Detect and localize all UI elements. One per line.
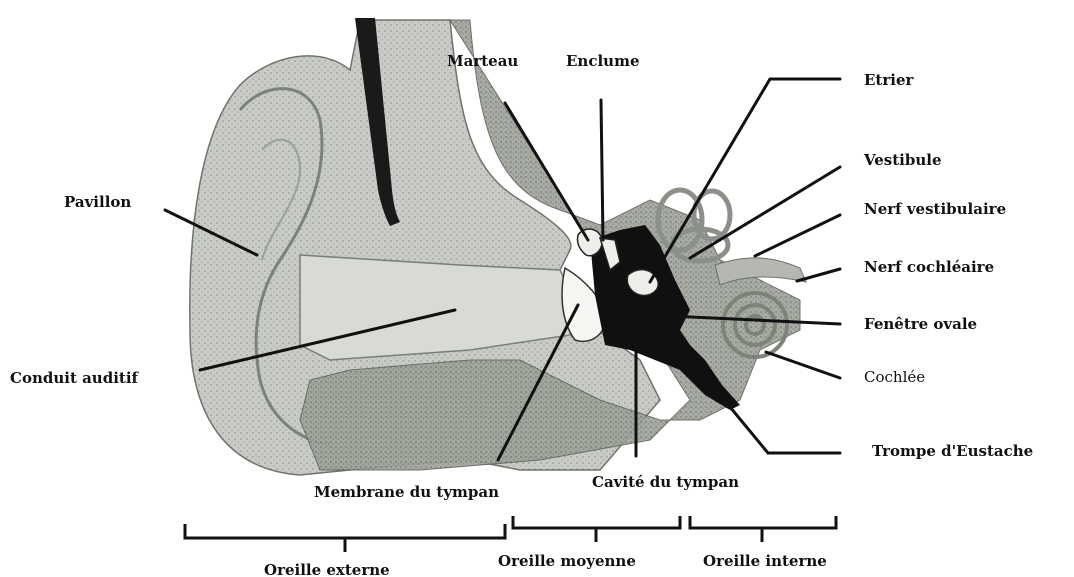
label-membrane: Membrane du tympan [314, 483, 499, 501]
label-nerf-vestibulaire: Nerf vestibulaire [864, 200, 1006, 218]
label-oreille-interne: Oreille interne [703, 552, 827, 570]
label-vestibule: Vestibule [863, 151, 942, 169]
brace-externe [185, 524, 505, 552]
label-nerf-cochleaire: Nerf cochléaire [864, 258, 994, 276]
label-fenetre-ovale: Fenêtre ovale [864, 315, 977, 333]
label-conduit: Conduit auditif [10, 369, 140, 387]
leader-cochlee [766, 352, 840, 378]
label-cochlee: Cochlée [864, 368, 925, 386]
label-enclume: Enclume [566, 52, 640, 70]
label-oreille-externe: Oreille externe [264, 561, 390, 577]
label-oreille-moyenne: Oreille moyenne [498, 552, 636, 570]
label-etrier: Etrier [864, 71, 915, 89]
brace-interne [690, 516, 836, 542]
label-trompe: Trompe d'Eustache [872, 442, 1033, 460]
leader-vestibule [690, 167, 840, 258]
malleus-shape [577, 229, 602, 256]
leader-nerf-vestibulaire [755, 215, 840, 256]
label-cavite: Cavité du tympan [592, 473, 739, 491]
region-braces [185, 516, 836, 552]
leader-enclume [601, 100, 603, 240]
brace-moyenne [513, 516, 680, 542]
ear-illustration [190, 18, 806, 475]
label-pavillon: Pavillon [64, 193, 131, 211]
label-marteau: Marteau [447, 52, 518, 70]
